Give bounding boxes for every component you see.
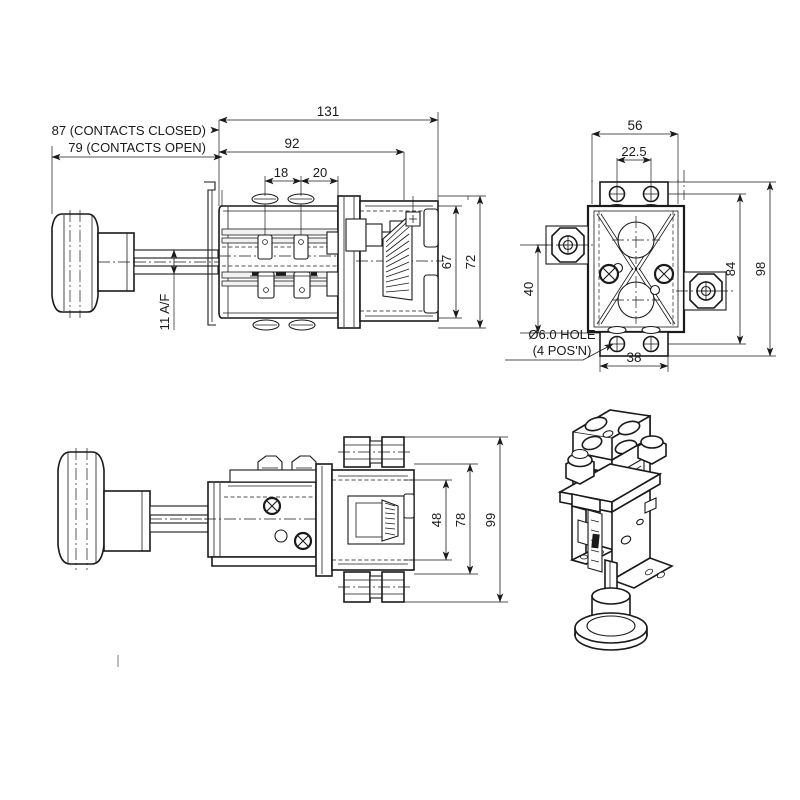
dimension-38-text: 38 — [626, 350, 641, 365]
top-hole-left — [608, 185, 626, 203]
side-switch-body — [204, 455, 330, 567]
bottom-hole-right — [642, 335, 660, 353]
plan-view-group: 131 92 87 (CONTACTS CLOSED) 79 (CONTACTS… — [51, 104, 486, 331]
contacts-closed-label: 87 (CONTACTS CLOSED) — [52, 123, 206, 138]
front-view-group: 56 22.5 40 84 — [505, 118, 776, 372]
knob-endcap — [51, 210, 99, 318]
dimension-56-text: 56 — [627, 118, 642, 133]
dimension-78-text: 78 — [453, 513, 468, 527]
scan-artifact — [117, 655, 119, 667]
side-elevation-group: 48 78 99 — [57, 436, 508, 603]
terminal-upper-2 — [287, 193, 315, 260]
dimension-92: 92 — [218, 136, 405, 200]
switch-body-plan — [218, 193, 342, 331]
top-hole-right — [642, 185, 660, 203]
side-screw-upper — [262, 496, 282, 516]
knob-collar — [97, 232, 135, 292]
iso-hex-right — [637, 435, 667, 465]
dimension-48: 48 — [404, 479, 452, 561]
dimension-92-text: 92 — [284, 136, 299, 151]
iso-knob — [574, 587, 648, 651]
dimension-22p5-text: 22.5 — [621, 144, 646, 159]
dimension-38: 38 — [599, 350, 669, 372]
dimension-11-af-text: 11 A/F — [157, 294, 172, 331]
screw-right — [653, 263, 675, 285]
dimension-84-text: 84 — [723, 262, 738, 276]
dimension-98: 98 — [668, 181, 776, 357]
terminal-lower-1 — [252, 271, 280, 331]
dimension-11-af: 11 A/F — [157, 249, 178, 331]
side-knob-endcap — [57, 448, 105, 570]
dimension-48-text: 48 — [429, 513, 444, 527]
dimension-67: 67 — [438, 205, 462, 319]
dimension-20: 20 — [300, 165, 339, 185]
dimension-87-contacts-closed: 87 (CONTACTS CLOSED) — [52, 123, 220, 138]
terminal-hex-left — [536, 225, 596, 265]
side-screw-lower — [293, 531, 313, 551]
side-bolt-bottom — [338, 571, 412, 603]
top-mount-bracket — [599, 181, 669, 213]
iso-mechanism — [577, 509, 603, 573]
dimension-79-contacts-open: 79 (CONTACTS OPEN) — [51, 140, 223, 161]
hole-note: Ø6.0 HOLE (4 POS'N) — [505, 327, 614, 361]
hole-note-line1: Ø6.0 HOLE — [528, 327, 596, 342]
dimension-18-text: 18 — [274, 165, 288, 180]
side-bolt-top — [338, 436, 412, 468]
iso-top-block — [572, 409, 651, 462]
side-flange-block — [315, 463, 415, 577]
spring-housing-plan — [345, 196, 444, 322]
dimension-20-text: 20 — [313, 165, 327, 180]
dimension-84: 84 — [668, 193, 746, 345]
return-spring — [382, 211, 413, 301]
dimension-99: 99 — [404, 436, 508, 603]
bottom-hole-left — [608, 335, 626, 353]
dimension-72: 72 — [438, 195, 486, 329]
front-body — [586, 204, 686, 334]
adjust-screw-head — [405, 211, 421, 227]
dimension-56: 56 — [591, 118, 679, 204]
dimension-98-text: 98 — [753, 262, 768, 276]
dimension-22p5: 22.5 — [616, 144, 652, 186]
operating-shaft — [133, 249, 222, 275]
iso-hex-left — [565, 448, 595, 485]
side-knob-collar — [103, 490, 151, 552]
dimension-78: 78 — [414, 463, 478, 575]
mounting-bracket-left — [204, 181, 216, 326]
dimension-131: 131 — [218, 104, 439, 124]
hole-note-line2: (4 POS'N) — [533, 343, 592, 358]
dimension-99-text: 99 — [483, 513, 498, 527]
iso-bracket-left — [569, 493, 617, 566]
dimension-40: 40 — [520, 244, 600, 334]
terminal-lower-2 — [288, 271, 316, 331]
dimension-131-text: 131 — [317, 104, 340, 119]
iso-bracket-right — [610, 488, 674, 589]
screw-left — [598, 263, 620, 285]
terminal-hex-right — [676, 271, 734, 311]
dimension-72-text: 72 — [463, 255, 478, 269]
dimension-18: 18 — [264, 165, 302, 185]
dimension-67-text: 67 — [439, 255, 454, 269]
side-top-clips — [229, 455, 325, 483]
isometric-view-group — [557, 409, 674, 651]
contacts-open-label: 79 (CONTACTS OPEN) — [68, 140, 206, 155]
dimension-40-text: 40 — [521, 282, 536, 296]
